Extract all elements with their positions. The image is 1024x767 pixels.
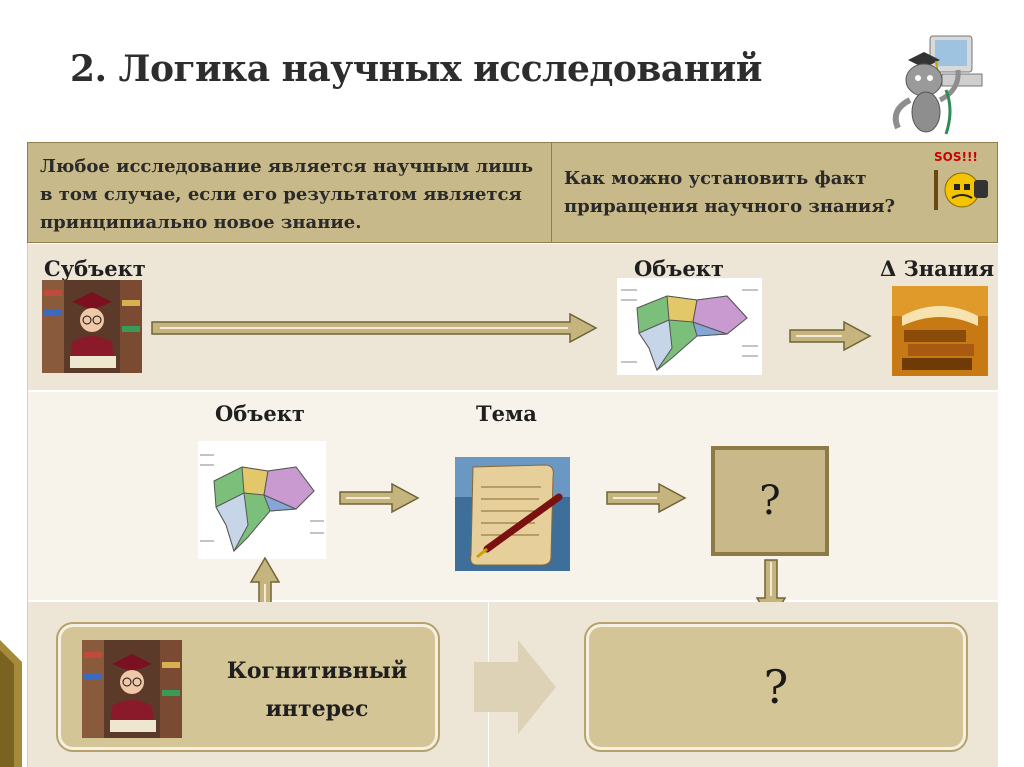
sos-smiley-icon: SOS!!! bbox=[930, 150, 992, 216]
row1-band bbox=[28, 244, 998, 390]
sos-badge: SOS!!! bbox=[934, 150, 978, 164]
arrow-topic-to-unknown bbox=[606, 482, 687, 514]
cognitive-interest-label: Когнитивный интерес bbox=[222, 652, 412, 728]
object-label-row2: Объект bbox=[215, 401, 305, 426]
scroll-pen-image bbox=[455, 457, 570, 571]
question-text: Как можно установить факт приращения нау… bbox=[564, 168, 896, 217]
map-image bbox=[617, 278, 762, 375]
unknown-mark-row2: ? bbox=[759, 478, 781, 524]
topic-label: Тема bbox=[476, 401, 537, 426]
content-frame bbox=[27, 142, 999, 767]
books-image bbox=[892, 286, 988, 376]
arrow-object-to-topic bbox=[339, 482, 420, 514]
result-panel: ? bbox=[589, 627, 963, 747]
decorative-corner bbox=[0, 640, 22, 767]
delta-knowledge-label: Δ Знания bbox=[880, 256, 995, 281]
arrow-subject-to-object bbox=[151, 312, 598, 344]
scholar-photo bbox=[42, 280, 142, 373]
cat-mascot-icon bbox=[880, 30, 990, 140]
statement-text: Любое исследование является научным лишь… bbox=[40, 156, 534, 233]
statement-cell: Любое исследование является научным лишь… bbox=[27, 142, 552, 243]
scholar-photo-small bbox=[82, 640, 182, 738]
chevron-arrow-icon bbox=[474, 640, 556, 734]
slide-title: 2. Логика научных исследований bbox=[70, 48, 763, 90]
unknown-mark-row3: ? bbox=[763, 660, 789, 714]
unknown-box-row2: ? bbox=[711, 446, 829, 556]
cognitive-line2: интерес bbox=[265, 696, 369, 722]
cognitive-line1: Когнитивный bbox=[226, 658, 408, 684]
arrow-object-to-delta bbox=[789, 320, 872, 352]
subject-label: Субъект bbox=[44, 256, 146, 281]
map-image-row2 bbox=[198, 441, 326, 559]
object-label-row1: Объект bbox=[634, 256, 724, 281]
question-cell: Как можно установить факт приращения нау… bbox=[551, 142, 998, 243]
